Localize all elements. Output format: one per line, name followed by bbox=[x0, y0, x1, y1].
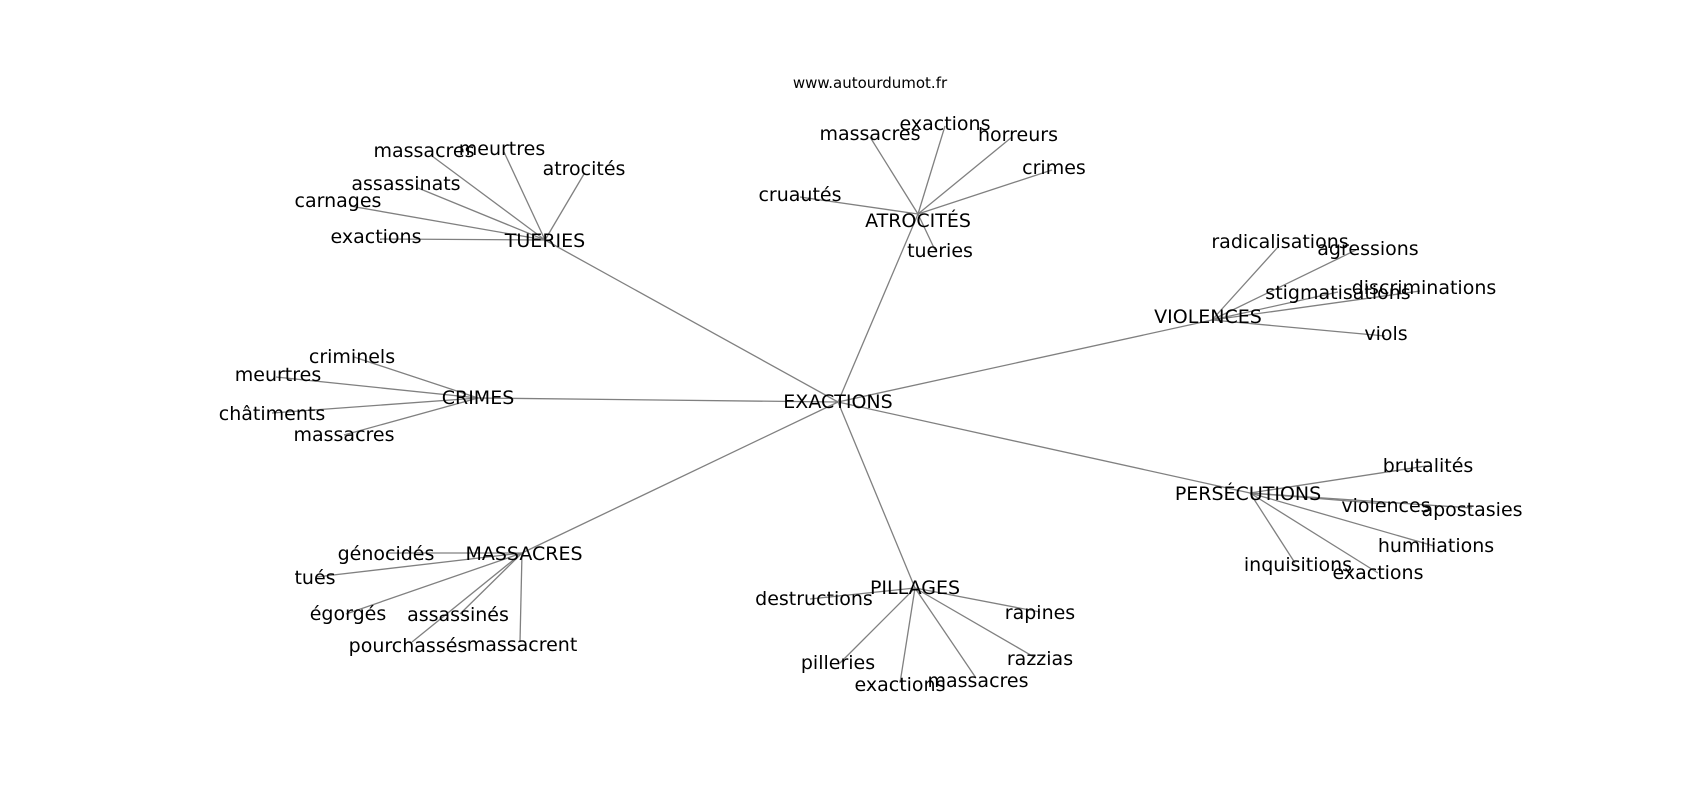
edge-group-3-leaf-5 bbox=[1211, 319, 1386, 337]
hub-node-label-group-7[interactable]: PILLAGES bbox=[870, 577, 960, 599]
leaf-node-label-group-1-1[interactable]: massacres bbox=[373, 140, 474, 162]
leaf-node-label-group-2-5[interactable]: cruautés bbox=[758, 184, 841, 206]
edge-group-5-leaf-4 bbox=[1249, 492, 1435, 547]
leaf-node-label-group-3-1[interactable]: radicalisations bbox=[1211, 231, 1348, 253]
leaf-node-label-group-3-3[interactable]: stigmatisations bbox=[1265, 282, 1410, 304]
edge-group-6-leaf-6 bbox=[519, 552, 523, 643]
leaf-node-label-group-7-6[interactable]: massacres bbox=[927, 670, 1028, 692]
edge-center-to-group-6 bbox=[521, 401, 839, 554]
edge-group-3-leaf-1 bbox=[1211, 246, 1279, 321]
leaf-node-label-group-7-3[interactable]: razzias bbox=[1007, 648, 1073, 670]
edge-group-1-leaf-1 bbox=[431, 155, 546, 241]
leaf-node-label-group-1-3[interactable]: atrocités bbox=[543, 158, 626, 180]
leaf-node-label-group-6-5[interactable]: pourchassés bbox=[349, 635, 468, 657]
edge-center-to-group-7 bbox=[837, 401, 916, 589]
leaf-node-label-group-6-4[interactable]: assassinés bbox=[407, 604, 509, 626]
edge-group-5-leaf-5 bbox=[1249, 492, 1296, 564]
edge-group-1-leaf-2 bbox=[503, 151, 546, 241]
edge-group-7-leaf-4 bbox=[839, 587, 916, 664]
edge-group-3-leaf-4 bbox=[1211, 290, 1421, 321]
hub-node-label-group-2[interactable]: ATROCITÉS bbox=[865, 209, 971, 232]
edge-group-3-leaf-3 bbox=[1211, 291, 1339, 321]
edge-group-2-leaf-2 bbox=[917, 125, 946, 215]
edge-group-1-leaf-3 bbox=[544, 173, 585, 241]
leaf-node-label-group-5-5[interactable]: inquisitions bbox=[1244, 554, 1352, 576]
edge-group-5-leaf-3 bbox=[1249, 492, 1473, 509]
leaf-node-label-group-5-6[interactable]: exactions bbox=[1333, 562, 1424, 584]
edge-group-4-leaf-1 bbox=[353, 356, 479, 399]
edge-group-2-leaf-5 bbox=[799, 196, 919, 215]
leaf-node-label-group-4-4[interactable]: massacres bbox=[293, 424, 394, 446]
edge-group-7-leaf-1 bbox=[809, 587, 916, 600]
edge-center-to-group-5 bbox=[837, 401, 1251, 494]
edge-group-6-leaf-3 bbox=[345, 552, 523, 615]
hub-node-label-group-3[interactable]: VIOLENCES bbox=[1154, 306, 1262, 328]
edge-group-5-leaf-6 bbox=[1249, 492, 1379, 574]
center-node-label[interactable]: EXACTIONS bbox=[783, 391, 892, 413]
edge-group-1-leaf-6 bbox=[379, 238, 546, 241]
leaf-node-label-group-6-1[interactable]: génocidés bbox=[338, 543, 435, 565]
edge-group-5-leaf-1 bbox=[1249, 465, 1427, 494]
leaf-node-label-group-1-6[interactable]: exactions bbox=[331, 226, 422, 248]
edge-group-3-leaf-2 bbox=[1211, 249, 1357, 321]
leaf-node-label-group-2-3[interactable]: horreurs bbox=[978, 124, 1058, 146]
edge-group-1-leaf-4 bbox=[417, 187, 546, 241]
hub-node-label-group-5[interactable]: PERSÉCUTIONS bbox=[1175, 482, 1321, 505]
leaf-node-label-group-2-1[interactable]: massacres bbox=[819, 123, 920, 145]
leaf-node-label-group-7-2[interactable]: rapines bbox=[1005, 602, 1075, 624]
edge-center-to-group-2 bbox=[837, 213, 919, 403]
leaf-node-label-group-2-2[interactable]: exactions bbox=[900, 113, 991, 135]
leaf-node-label-group-6-6[interactable]: massacrent bbox=[467, 634, 578, 656]
edge-center-to-group-3 bbox=[837, 319, 1213, 403]
edge-group-6-leaf-2 bbox=[315, 552, 523, 578]
leaf-node-label-group-4-1[interactable]: criminels bbox=[309, 346, 395, 368]
leaf-node-label-group-4-3[interactable]: châtiments bbox=[219, 403, 325, 425]
leaf-node-label-group-1-5[interactable]: carnages bbox=[295, 190, 382, 212]
edge-group-7-leaf-5 bbox=[899, 587, 916, 684]
leaf-node-label-group-6-2[interactable]: tués bbox=[294, 567, 335, 589]
leaf-node-label-group-1-4[interactable]: assassinats bbox=[351, 173, 460, 195]
hub-node-label-group-1[interactable]: TUERIES bbox=[504, 230, 585, 252]
leaf-node-label-group-3-4[interactable]: discriminations bbox=[1352, 277, 1497, 299]
leaf-node-label-group-6-3[interactable]: égorgés bbox=[310, 603, 387, 625]
leaf-node-label-group-5-4[interactable]: humiliations bbox=[1378, 535, 1494, 557]
edge-center-to-group-4 bbox=[477, 397, 839, 403]
leaf-node-label-group-2-4[interactable]: crimes bbox=[1022, 157, 1086, 179]
hub-node-label-group-6[interactable]: MASSACRES bbox=[465, 543, 582, 565]
leaf-node-label-group-7-4[interactable]: pilleries bbox=[801, 652, 875, 674]
edge-group-2-leaf-1 bbox=[869, 136, 919, 215]
leaf-node-label-group-5-2[interactable]: violences bbox=[1341, 495, 1430, 517]
edge-group-2-leaf-4 bbox=[917, 169, 1053, 215]
leaf-node-label-group-5-1[interactable]: brutalités bbox=[1383, 455, 1474, 477]
edge-group-4-leaf-3 bbox=[271, 397, 479, 414]
edge-center-to-group-1 bbox=[544, 239, 839, 403]
leaf-node-label-group-1-2[interactable]: meurtres bbox=[459, 138, 545, 160]
leaf-node-label-group-3-2[interactable]: agressions bbox=[1317, 238, 1418, 260]
edge-group-7-leaf-2 bbox=[914, 587, 1041, 613]
edge-group-2-leaf-3 bbox=[917, 136, 1013, 215]
edge-group-6-leaf-5 bbox=[411, 552, 523, 643]
leaf-node-label-group-3-5[interactable]: viols bbox=[1364, 323, 1407, 345]
edge-group-1-leaf-5 bbox=[349, 205, 546, 241]
edge-group-7-leaf-3 bbox=[914, 587, 1035, 658]
edge-group-6-leaf-4 bbox=[459, 552, 523, 615]
leaf-node-label-group-7-1[interactable]: destructions bbox=[755, 588, 873, 610]
leaf-node-label-group-4-2[interactable]: meurtres bbox=[235, 364, 321, 386]
edge-group-2-leaf-6 bbox=[917, 213, 936, 251]
edge-group-7-leaf-6 bbox=[914, 587, 977, 679]
edge-group-4-leaf-2 bbox=[275, 376, 479, 399]
leaf-node-label-group-7-5[interactable]: exactions bbox=[855, 674, 946, 696]
hub-node-label-group-4[interactable]: CRIMES bbox=[442, 387, 515, 409]
edge-group-4-leaf-4 bbox=[343, 397, 479, 436]
leaf-node-label-group-2-6[interactable]: tueries bbox=[907, 240, 973, 262]
graph-labels: www.autourdumot.fr EXACTIONS TUERIES mass… bbox=[219, 74, 1523, 696]
leaf-node-label-group-5-3[interactable]: apostasies bbox=[1421, 499, 1522, 521]
source-label: www.autourdumot.fr bbox=[793, 74, 948, 92]
graph-edges bbox=[271, 125, 1473, 684]
